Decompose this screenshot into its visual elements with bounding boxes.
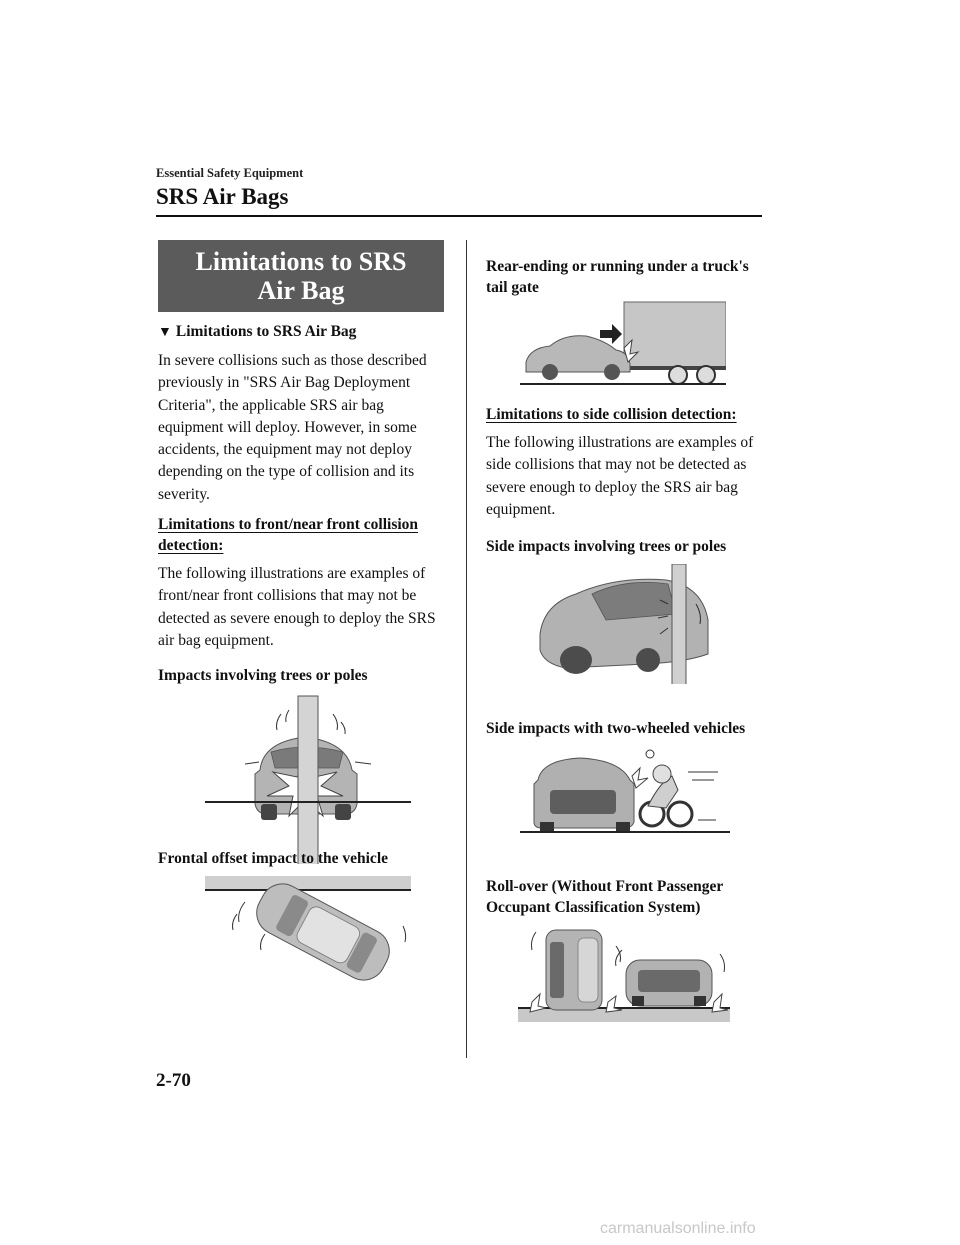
title-divider	[156, 215, 762, 217]
banner-text: Limitations to SRS Air Bag	[195, 247, 407, 305]
rollover-illustration	[518, 922, 730, 1034]
column-divider	[466, 240, 467, 1058]
side-collision-heading-text: Limitations to side collision detection:	[486, 406, 737, 423]
front-pole-impact-illustration	[205, 692, 411, 864]
side-pole-impact-illustration	[536, 564, 716, 684]
caption-rollover: Roll-over (Without Front Passenger Occup…	[486, 878, 723, 916]
caption-trees-poles: Impacts involving trees or poles	[158, 667, 368, 684]
frontal-offset-illustration	[205, 874, 411, 984]
triangle-marker-icon: ▼	[158, 325, 172, 340]
caption-frontal-offset: Frontal offset impact to the vehicle	[158, 850, 389, 867]
caption-two-wheeled: Side impacts with two-wheeled vehicles	[486, 720, 746, 737]
truck-tailgate-illustration	[520, 300, 726, 390]
section-label: Essential Safety Equipment	[156, 166, 304, 180]
watermark-text: carmanualsonline.info	[600, 1220, 756, 1237]
section-banner: Limitations to SRS Air Bag	[158, 240, 444, 312]
caption-side-poles: Side impacts involving trees or poles	[486, 538, 727, 555]
subsection-heading: ▼Limitations to SRS Air Bag	[158, 322, 356, 343]
two-wheeled-impact-illustration	[520, 746, 730, 844]
intro-paragraph: In severe collisions such as those descr…	[158, 352, 427, 503]
page-title: SRS Air Bags	[156, 184, 289, 209]
side-collision-paragraph: The following illustrations are examples…	[486, 434, 754, 518]
front-collision-paragraph: The following illustrations are examples…	[158, 565, 436, 649]
page-number: 2-70	[156, 1070, 191, 1091]
subsection-heading-text: Limitations to SRS Air Bag	[175, 323, 357, 340]
side-collision-heading: Limitations to side collision detection:	[486, 404, 766, 425]
front-collision-heading-text: Limitations to front/near front collisio…	[158, 516, 419, 554]
front-collision-heading: Limitations to front/near front collisio…	[158, 514, 468, 556]
caption-truck-tailgate: Rear-ending or running under a truck's t…	[486, 258, 749, 296]
